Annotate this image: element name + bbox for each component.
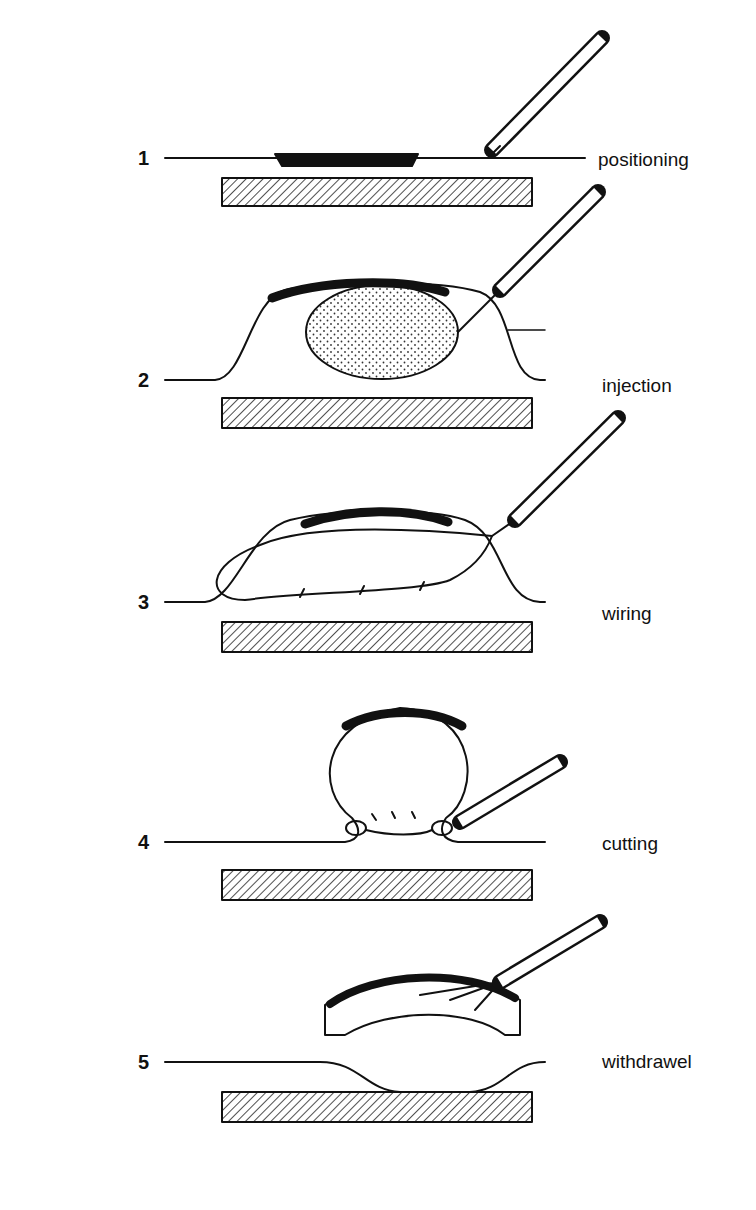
- endoscope-tube: [500, 192, 598, 290]
- muscle-layer: [222, 398, 532, 428]
- step-number: 2: [136, 369, 151, 391]
- lesion: [330, 978, 515, 1004]
- muscle-layer: [222, 870, 532, 900]
- endoscope-tube: [515, 418, 618, 520]
- muscle-layer: [222, 178, 532, 206]
- lesion: [346, 713, 462, 727]
- step-number: 4: [136, 831, 151, 853]
- lesion: [305, 512, 448, 524]
- endoscope-tube: [460, 762, 560, 822]
- step-number: 3: [136, 591, 151, 613]
- step-label: withdrawel: [600, 1052, 694, 1073]
- muscle-layer: [222, 622, 532, 652]
- panel-positioning: [165, 38, 602, 166]
- step-label: positioning: [596, 150, 691, 171]
- step-number: 1: [136, 147, 151, 169]
- endoscope-tube: [500, 922, 600, 982]
- snare-loop: [346, 821, 366, 835]
- lesion: [272, 283, 445, 298]
- step-label: cutting: [600, 834, 660, 855]
- endoscope-tube: [488, 38, 602, 158]
- injected-fluid: [306, 285, 458, 379]
- panel-withdrawal: [165, 922, 600, 1092]
- resected-specimen: [325, 976, 520, 1035]
- panel-wiring: [165, 418, 618, 602]
- panel-injection: [165, 192, 598, 380]
- step-number: 5: [136, 1051, 151, 1073]
- snare-loop: [432, 821, 452, 835]
- snare-wire: [217, 530, 492, 600]
- panel-cutting: [165, 708, 560, 842]
- lesion: [275, 154, 418, 166]
- muscle-layer: [222, 1092, 532, 1122]
- step-label: injection: [600, 376, 674, 397]
- step-label: wiring: [600, 604, 654, 625]
